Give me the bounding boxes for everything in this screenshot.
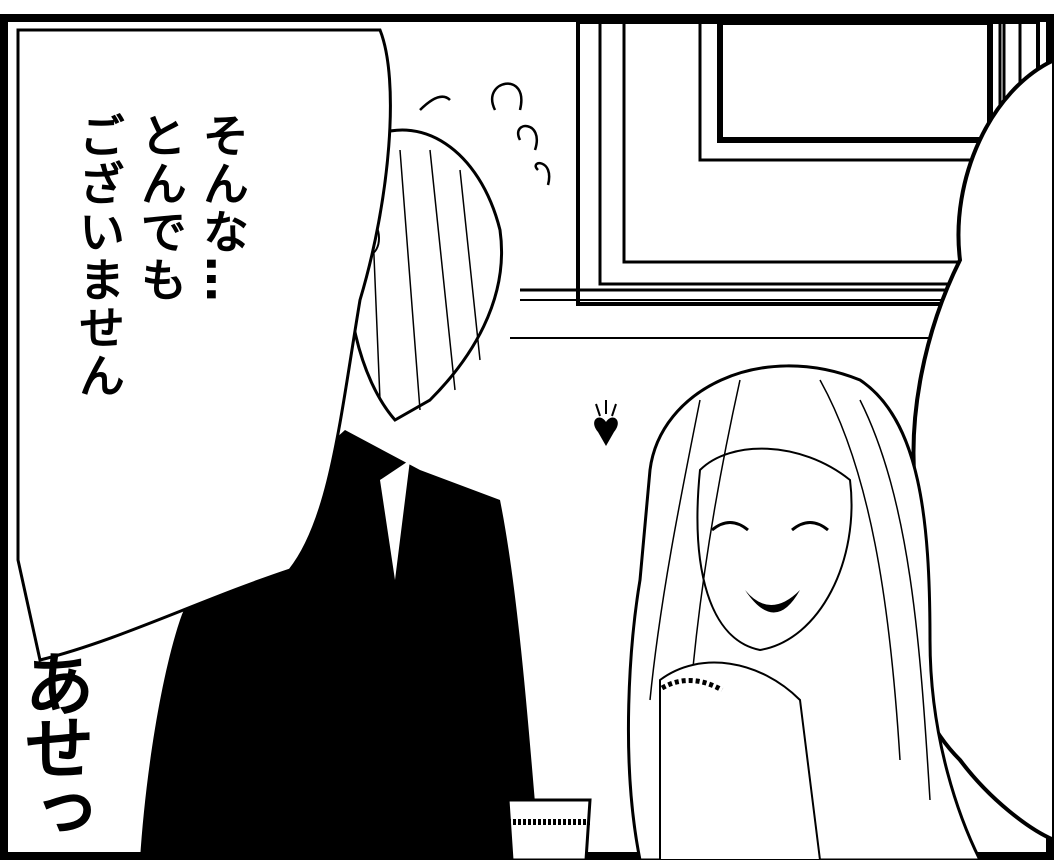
sound-effect-text: あせっ <box>13 648 95 840</box>
speech-line-3: ございません <box>72 112 126 400</box>
speech-line-1: そんな… <box>196 112 250 304</box>
cup <box>506 798 592 860</box>
heart-mark <box>594 400 618 446</box>
smiling-woman <box>626 364 982 860</box>
speech-bubble-text: そんな… とんでも ございません <box>68 112 254 532</box>
speech-line-2: とんでも <box>134 112 188 304</box>
speech-bubble <box>16 28 392 662</box>
motion-lines <box>419 82 551 186</box>
